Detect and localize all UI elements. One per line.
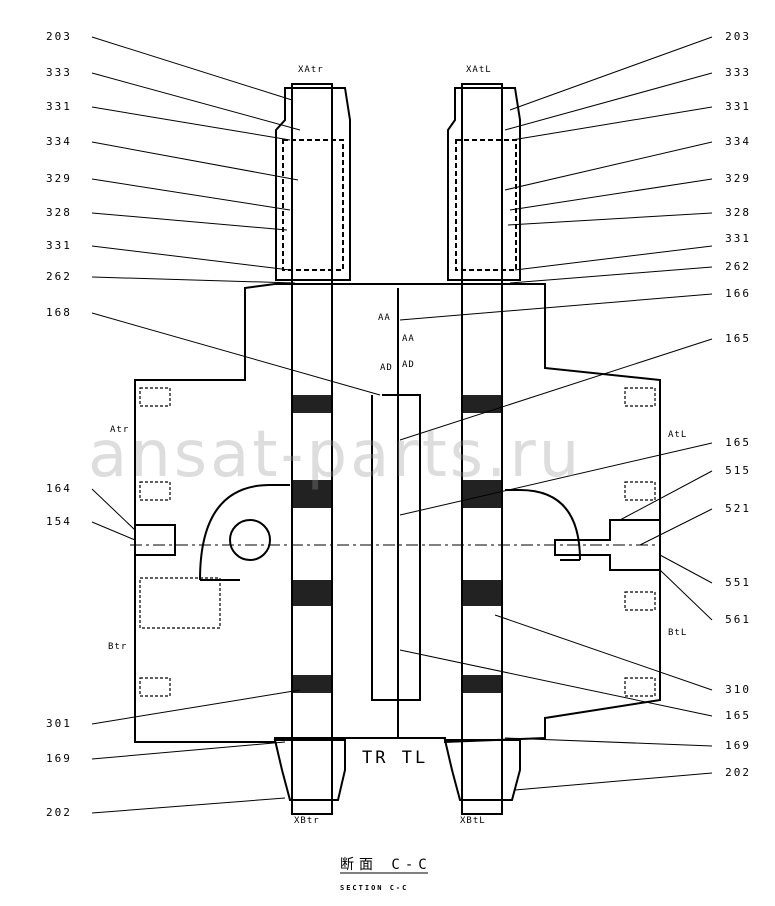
port-label-btr: Btr — [108, 642, 128, 652]
section-subtitle: SECTION C-C — [340, 884, 409, 892]
passage-left — [199, 484, 290, 581]
label-left: 262 — [46, 270, 72, 283]
label-right: 165 — [725, 709, 751, 722]
label-left: 331 — [46, 239, 72, 252]
label-left: 331 — [46, 100, 72, 113]
label-right: 165 — [725, 332, 751, 345]
port-label-ad: AD — [380, 363, 393, 373]
label-right: 331 — [725, 100, 751, 113]
spool-right — [461, 83, 503, 815]
port-label-xatr: XAtr — [298, 65, 324, 75]
port-label-aa: AA — [378, 313, 391, 323]
label-right: 310 — [725, 683, 751, 696]
spool-left — [291, 83, 333, 815]
label-left: 334 — [46, 135, 72, 148]
cap-right-bottom — [443, 739, 521, 801]
label-left: 154 — [46, 515, 72, 528]
spring-right — [455, 139, 517, 271]
port-label-aa: AA — [402, 334, 415, 344]
section-title: 断面 C-C — [340, 857, 432, 873]
label-right: 333 — [725, 66, 751, 79]
port-label-atr: Atr — [110, 425, 130, 435]
label-right: 521 — [725, 502, 751, 515]
spring-left — [282, 139, 344, 271]
label-right: 203 — [725, 30, 751, 43]
label-right: 169 — [725, 739, 751, 752]
label-left: 333 — [46, 66, 72, 79]
cap-left-bottom — [273, 739, 346, 801]
port-label-btl: BtL — [668, 628, 688, 638]
center-text: TR TL — [362, 748, 429, 768]
label-left: 164 — [46, 482, 72, 495]
label-left: 169 — [46, 752, 72, 765]
label-right: 328 — [725, 206, 751, 219]
watermark: ansat-parts.ru — [88, 418, 583, 492]
cap-right-top — [447, 87, 521, 281]
port-label-xbtr: XBtr — [294, 816, 320, 826]
label-left: 328 — [46, 206, 72, 219]
label-right: 202 — [725, 766, 751, 779]
cap-left-top — [275, 87, 351, 281]
central-channel — [371, 394, 421, 701]
label-right: 165 — [725, 436, 751, 449]
label-right: 561 — [725, 613, 751, 626]
port-label-atl: AtL — [668, 430, 688, 440]
port-label-xatl: XAtL — [466, 65, 492, 75]
label-right: 262 — [725, 260, 751, 273]
label-right: 334 — [725, 135, 751, 148]
port-plug-154 — [134, 524, 176, 556]
label-left: 203 — [46, 30, 72, 43]
label-left: 168 — [46, 306, 72, 319]
label-right: 551 — [725, 576, 751, 589]
label-left: 329 — [46, 172, 72, 185]
label-right: 515 — [725, 464, 751, 477]
label-right: 331 — [725, 232, 751, 245]
port-label-ad: AD — [402, 360, 415, 370]
passage-right — [505, 489, 581, 561]
label-left: 202 — [46, 806, 72, 819]
port-label-xbtl: XBtL — [460, 816, 486, 826]
label-right: 329 — [725, 172, 751, 185]
plug-left — [229, 519, 271, 561]
label-left: 301 — [46, 717, 72, 730]
label-right: 166 — [725, 287, 751, 300]
